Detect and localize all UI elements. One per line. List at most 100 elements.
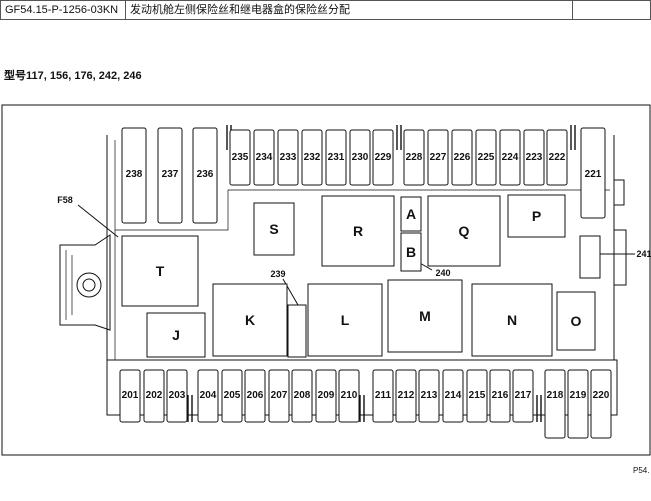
fuse-label-218: 218 [547,390,564,401]
relay-label-N: N [507,312,517,328]
fuse-label-224: 224 [502,152,519,163]
relay-K [212,283,288,357]
fuse-210 [338,369,360,423]
relay-label-R: R [353,223,363,239]
fuse-224 [499,129,521,186]
reference-code: P54. [633,466,650,475]
box-bottom-rail [106,359,618,416]
fuse-label-225: 225 [478,152,495,163]
fuse-228 [403,129,425,186]
relay-239 [287,304,307,358]
fuse-230 [349,129,371,186]
fuse-215 [466,369,488,423]
fuse-212 [395,369,417,423]
fuse-216 [489,369,511,423]
fuse-237 [157,127,183,224]
fuse-202 [143,369,165,423]
relay-label-K: K [245,312,255,328]
fuse-label-213: 213 [421,390,438,401]
fuse-label-237: 237 [162,169,179,180]
fuse-label-214: 214 [445,390,462,401]
fuse-231 [325,129,347,186]
relay-J [146,312,206,358]
fuse-label-204: 204 [200,390,217,401]
fuse-201 [119,369,141,423]
fuse-label-212: 212 [398,390,415,401]
relay-label-A: A [406,206,416,222]
fuse-226 [451,129,473,186]
fuse-203 [166,369,188,423]
fuse-225 [475,129,497,186]
fuse-218 [544,369,566,439]
fuse-label-201: 201 [122,390,139,401]
model-line: 型号117, 156, 176, 242, 246 [4,70,142,82]
fuse-label-234: 234 [256,152,273,163]
fuse-label-232: 232 [304,152,321,163]
fuse-235 [229,129,251,186]
relay-label-L: L [341,312,350,328]
fuse-238 [121,127,147,224]
fuse-label-221: 221 [585,169,602,180]
fuse-label-230: 230 [352,152,369,163]
relay-label-S: S [269,221,278,237]
relay-label-O: O [571,313,582,329]
relay-R [321,195,395,267]
fuse-label-223: 223 [526,152,543,163]
header-bar: GF54.15-P-1256-03KN 发动机舱左侧保险丝和继电器盒的保险丝分配 [0,0,651,20]
relay-B [400,232,422,272]
fuse-label-211: 211 [375,390,392,401]
fuse-label-231: 231 [328,152,345,163]
fuse-233 [277,129,299,186]
fuse-236 [192,127,218,224]
fuse-label-235: 235 [232,152,249,163]
fuse-214 [442,369,464,423]
fuse-211 [372,369,394,423]
fuse-209 [315,369,337,423]
relay-A [400,196,422,232]
fuse-234 [253,129,275,186]
relay-S [253,202,295,256]
fuse-label-215: 215 [469,390,486,401]
fuse-229 [372,129,394,186]
diagram-frame [1,104,651,456]
mount-hole [76,272,102,298]
relay-T [121,235,199,307]
fuse-206 [244,369,266,423]
fuse-204 [197,369,219,423]
fuse-label-238: 238 [126,169,143,180]
fuse-221 [580,127,606,219]
fuse-label-208: 208 [294,390,311,401]
fuse-label-219: 219 [570,390,587,401]
fuse-220 [590,369,612,439]
relay-L [307,283,383,357]
relay-P [507,194,566,238]
fuse-213 [418,369,440,423]
callout-241: 241 [636,249,651,259]
fuse-217 [512,369,534,423]
fuse-label-222: 222 [549,152,566,163]
fuse-208 [291,369,313,423]
fuse-label-216: 216 [492,390,509,401]
relay-M [387,279,463,353]
fuse-219 [567,369,589,439]
left-connector [59,234,111,331]
callout-f58: F58 [57,195,73,205]
fuse-205 [221,369,243,423]
relay-N [471,283,553,357]
f58-leader [77,204,119,238]
relay-label-P: P [532,208,541,224]
fuse-label-217: 217 [515,390,532,401]
fuse-label-226: 226 [454,152,471,163]
relay-O [556,291,596,351]
r239-leader [282,278,299,306]
relay-label-J: J [172,327,180,343]
fuse-207 [268,369,290,423]
fuse-227 [427,129,449,186]
relay-label-B: B [406,244,416,260]
fuse-label-220: 220 [593,390,610,401]
fuse-label-206: 206 [247,390,264,401]
fuse-223 [523,129,545,186]
fuse-label-205: 205 [224,390,241,401]
fuse-label-207: 207 [271,390,288,401]
